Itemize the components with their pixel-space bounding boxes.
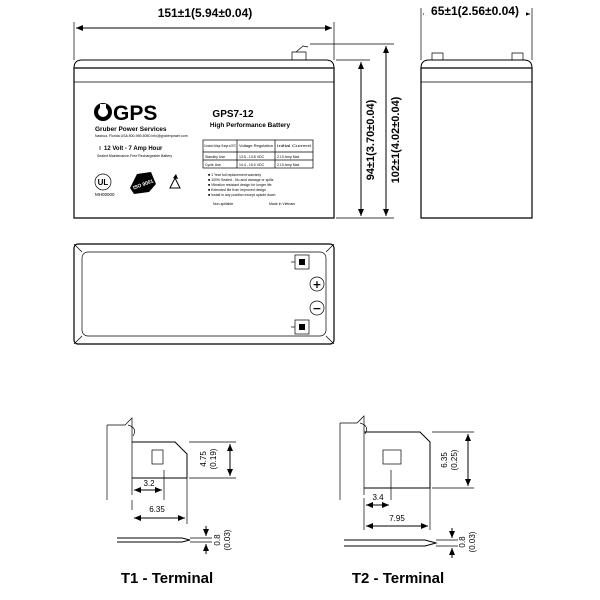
feature-item: ■ Extended life from improved design <box>208 188 266 192</box>
t2-height-dim-in: (0.25) <box>450 449 459 470</box>
table-header-2: Voltage Regulation <box>239 144 273 148</box>
table-cell: 14.4 - 15.0 VDC <box>239 163 265 167</box>
side-view: 65±1(2.56±0.04) <box>420 2 533 219</box>
positive-terminal-tab <box>291 254 310 270</box>
total-height-dimension: 102±1(4.02±0.04) <box>390 96 402 183</box>
top-view: + − <box>73 243 335 345</box>
t1-height-dim-in: (0.19) <box>209 448 218 469</box>
table-cell: 13.5 - 13.8 VDC <box>239 155 265 159</box>
ul-mark-icon: UL <box>94 173 112 191</box>
non-spillable-text: Non-spillable <box>213 202 233 206</box>
brand-text: GPS <box>113 102 157 125</box>
feature-item: ■ Vibration resistant design for longer … <box>208 183 272 187</box>
svg-text:−: − <box>312 302 321 315</box>
t2-terminal-detail: 6.35 (0.25) 3.4 7.95 0.8 (0.03) T2 - Ter… <box>339 415 477 587</box>
feature-item: ■ 100% Sealed - No acid damage or spills <box>208 178 274 182</box>
model-name: GPS7-12 <box>212 109 254 120</box>
t1-dim-a: 3.2 <box>143 479 155 488</box>
t1-thickness-dim: 0.8 <box>213 534 222 546</box>
t1-caption: T1 - Terminal <box>121 570 213 587</box>
positive-polarity-icon: + <box>309 276 325 292</box>
gps-logo: GPS <box>94 102 157 125</box>
table-cell: 2.10 Amp Max <box>277 155 300 159</box>
table-cell: Standby Use <box>205 155 225 159</box>
case-height-dimension: 94±1(3.70±0.04) <box>365 99 377 180</box>
table-header-1: Constant Voltage Charge at 25°C <box>204 144 236 148</box>
svg-text:UL: UL <box>98 178 109 187</box>
feature-item: ■ Install in any position except upside … <box>208 193 276 197</box>
spec-table: Constant Voltage Charge at 25°C Voltage … <box>202 139 314 169</box>
model-subtitle: High Performance Battery <box>210 122 291 129</box>
negative-terminal-tab <box>291 319 310 335</box>
feature-list: ■ 1 Year full replacement warranty ■ 100… <box>208 173 276 197</box>
table-cell: 2.10 Amp Max <box>277 163 300 167</box>
ul-code: MH00000 <box>95 192 115 197</box>
t2-dim-a: 3.4 <box>372 493 384 502</box>
width-dimension: 65±1(2.56±0.04) <box>431 4 519 18</box>
rating-text: 12 Volt - 7 Amp Hour <box>104 146 163 152</box>
t1-height-dim: 4.75 <box>199 451 208 467</box>
t2-dim-b: 7.95 <box>389 514 405 523</box>
t1-dim-b: 6.35 <box>149 505 165 514</box>
negative-polarity-icon: − <box>309 300 325 316</box>
table-header-3: Initial Current <box>277 144 311 148</box>
battery-type-line: Sealed Maintenance-Free Rechargeable Bat… <box>97 154 172 158</box>
t2-caption: T2 - Terminal <box>352 570 444 587</box>
t1-thickness-dim-in: (0.03) <box>223 529 232 550</box>
front-view: 151±1(5.94±0.04) GPS Gruber Power Servic… <box>73 5 402 219</box>
company-info: Nashua, Florida USA 800-969-5050 info@gr… <box>95 134 188 138</box>
t1-terminal-detail: 4.75 (0.19) 3.2 6.35 0.8 (0.03) T1 - Ter… <box>106 417 236 587</box>
svg-text:+: + <box>312 278 321 291</box>
recycle-icon <box>169 174 181 189</box>
made-in-text: Made in Vietnam <box>269 202 295 206</box>
feature-item: ■ 1 Year full replacement warranty <box>208 173 261 177</box>
company-name: Gruber Power Services <box>95 126 167 133</box>
t2-height-dim: 6.35 <box>440 452 449 468</box>
table-cell: Cycle Use <box>205 163 221 167</box>
iso-badge-icon: ISO 9001 <box>130 172 156 194</box>
t2-thickness-dim-in: (0.03) <box>468 531 477 552</box>
t2-thickness-dim: 0.8 <box>458 536 467 548</box>
length-dimension: 151±1(5.94±0.04) <box>158 6 253 20</box>
